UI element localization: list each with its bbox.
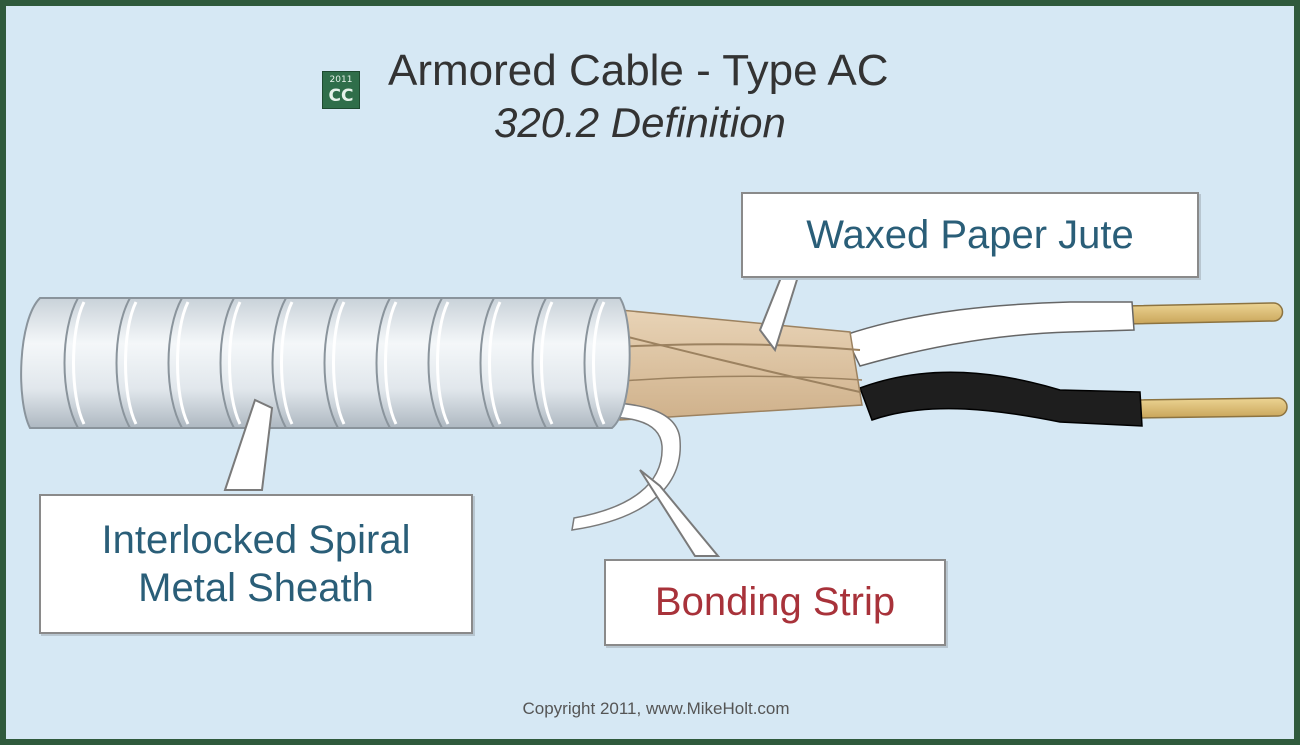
leader-lines xyxy=(223,269,802,557)
sheath-rib-highlight xyxy=(436,301,450,425)
sheath-rib-highlight xyxy=(280,301,294,425)
label-interlocked-spiral-metal-sheath: Interlocked Spiral Metal Sheath xyxy=(39,494,473,634)
sheath-rib xyxy=(115,297,131,429)
sheath-rib-highlight xyxy=(228,301,242,425)
sheath-rib-highlight xyxy=(332,301,346,425)
label-bonding-strip: Bonding Strip xyxy=(604,559,946,646)
nec-2011-badge-icon: 2011 CC xyxy=(322,71,360,109)
sheath-rib xyxy=(271,297,287,429)
badge-year: 2011 xyxy=(329,75,353,85)
sheath-rib-highlight xyxy=(176,301,190,425)
label-sheath-line-2: Metal Sheath xyxy=(138,566,374,610)
badge-code: CC xyxy=(328,86,354,106)
label-sheath-line-1: Interlocked Spiral xyxy=(101,518,411,562)
sheath-rib xyxy=(63,297,79,429)
sheath-rib xyxy=(427,297,443,429)
sheath-rib-highlight xyxy=(540,301,554,425)
sheath-rib xyxy=(375,297,391,429)
black-insulated-conductor xyxy=(859,371,1143,427)
sheath-rib-highlight xyxy=(72,301,86,425)
white-insulated-conductor xyxy=(843,301,1135,367)
label-waxed-paper-jute: Waxed Paper Jute xyxy=(741,192,1199,278)
sheath-rib xyxy=(219,297,235,429)
interlocked-spiral-metal-sheath xyxy=(20,297,631,429)
sheath-rib-highlight xyxy=(124,301,138,425)
copper-conductor-top xyxy=(1124,302,1284,325)
diagram-title: Armored Cable - Type AC xyxy=(388,46,889,95)
cable-illustration xyxy=(20,269,1288,557)
sheath-rib xyxy=(167,297,183,429)
diagram-subtitle: 320.2 Definition xyxy=(494,99,786,146)
sheath-rib xyxy=(323,297,339,429)
bonding-strip xyxy=(569,401,681,531)
sheath-rib xyxy=(531,297,547,429)
sheath-rib xyxy=(583,297,599,429)
sheath-rib xyxy=(479,297,495,429)
copper-conductor-bottom xyxy=(1134,397,1288,419)
sheath-rib-highlight xyxy=(488,301,502,425)
copyright-notice: Copyright 2011, www.MikeHolt.com xyxy=(522,699,790,718)
sheath-rib-highlight xyxy=(384,301,398,425)
sheath-rib-highlight xyxy=(592,301,606,425)
